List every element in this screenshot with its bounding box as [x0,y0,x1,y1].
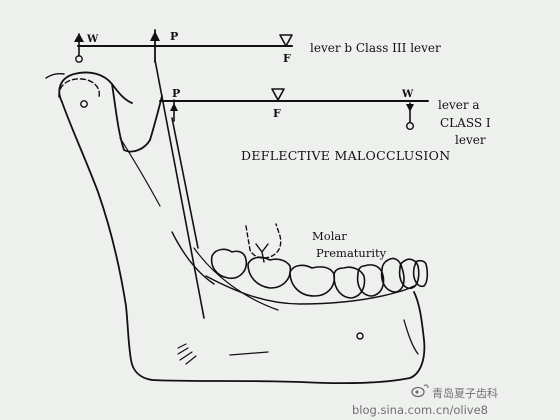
lever-a-caption-line1: lever a [438,98,480,112]
watermark-url: blog.sina.com.cn/olive8 [352,403,488,417]
watermark-brand: 青岛夏子齿科 [432,386,498,400]
lever-a-class-i: P F W lever a CLASS I lever [159,87,491,147]
condyle-tick [45,72,65,79]
lever-b-w-label: W [86,34,99,45]
incisor-tooth-1 [398,258,420,290]
upper-molar-cusp [255,243,269,253]
weibo-logo-icon [411,384,429,398]
watermark: 青岛夏子齿科 blog.sina.com.cn/olive8 [352,384,498,417]
lever-a-caption-line3: lever [455,133,486,147]
condyle-head [58,71,133,104]
oblique-ridge-2 [193,247,279,311]
lever-a-p-arrowhead [170,103,178,111]
mental-foramen [356,332,364,340]
lever-b-w-circle [75,55,83,63]
oblique-ridge-1 [171,231,215,285]
lever-b-f-label: F [283,52,291,65]
lower-dentition [210,223,429,299]
lever-a-w-label: W [401,89,414,100]
lever-a-fulcrum-triangle [271,88,285,101]
body-contour-line [229,351,269,356]
lever-a-w-circle [406,121,415,130]
mandible-lower-border [151,291,426,385]
lever-b-caption: lever b Class III lever [310,41,441,55]
canine-tooth [380,257,405,293]
lever-b-w-arrowhead [74,33,84,42]
condyle-dashed-outline [58,78,101,98]
upper-molar-dashed [245,223,282,259]
symphysis-line [403,319,419,355]
molar-label-line1: Molar [312,229,347,243]
molar-label-line2: Prematurity [316,246,387,260]
oblique-ridge-3 [119,137,161,207]
molar-tooth-1 [210,248,248,280]
prematurity-contact-mark [261,251,265,263]
molar-tooth-3 [289,264,336,297]
premolar-tooth-1 [333,266,366,299]
lever-b-class-iii: W P F lever b Class III lever [74,29,441,65]
diagram-title: DEFLECTIVE MALOCCLUSION [241,148,450,163]
lever-b-p-arrowhead [150,31,160,41]
ramus-axis-line [171,117,199,249]
lever-a-caption-line2: CLASS I [440,116,491,130]
ramus-posterior-border [61,101,153,381]
angle-hatch [177,343,197,365]
incisor-tooth-2 [412,259,429,288]
condyle-point [80,100,88,108]
lever-b-fulcrum-triangle [279,34,293,47]
lever-a-p-label: P [172,87,180,100]
premolar-tooth-2 [356,264,385,297]
lever-b-p-label: P [170,30,178,43]
mandible-outline [45,71,426,385]
molar-tooth-2 [247,256,292,289]
lever-a-f-label: F [273,107,281,120]
ramus-anterior-border [111,83,163,153]
alveolar-crest [205,275,415,305]
lever-a-w-arrowhead [406,104,414,112]
masseter-force-line [154,59,205,319]
